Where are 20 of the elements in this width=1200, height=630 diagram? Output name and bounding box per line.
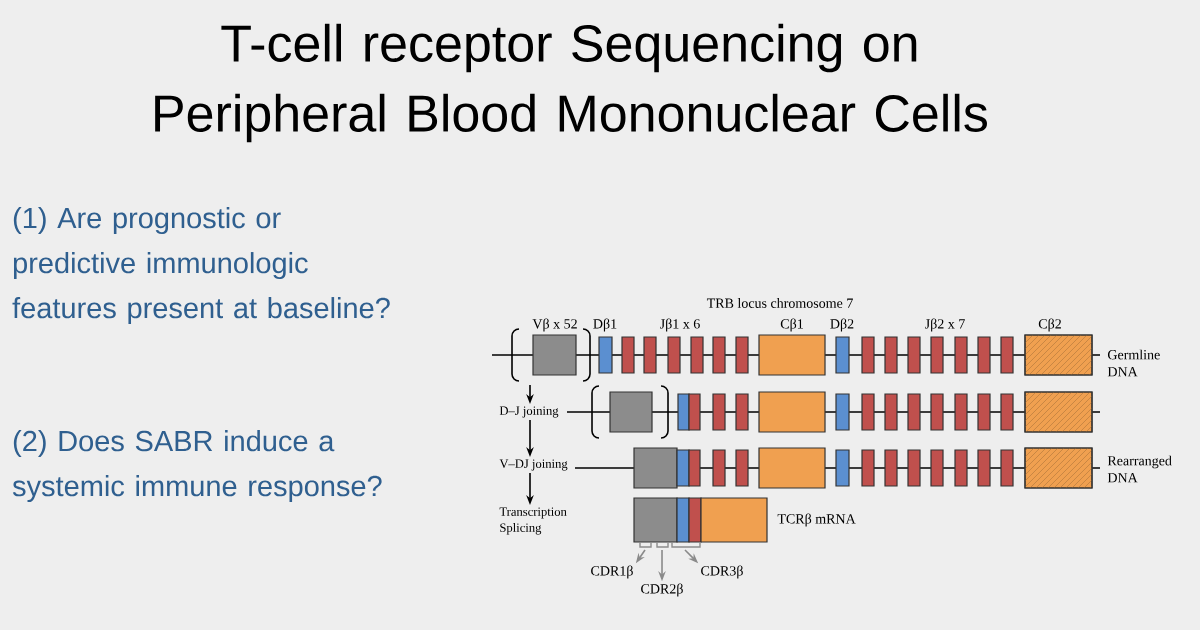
segment-label: Cβ1 bbox=[780, 318, 803, 332]
step-label: V–DJ joining bbox=[499, 459, 568, 471]
region-label: CDR3β bbox=[701, 565, 743, 579]
step-label: D–J joining bbox=[499, 406, 559, 418]
segment-label: Cβ2 bbox=[1038, 318, 1061, 332]
question-text: (2) Does SABR induce a systemic immune response? bbox=[12, 430, 382, 503]
row-label: Rearranged DNA bbox=[1107, 455, 1172, 483]
region-label: CDR1β bbox=[591, 565, 633, 579]
segment-label: Jβ2 x 7 bbox=[925, 318, 965, 332]
step-label: Transcription Splicing bbox=[499, 507, 567, 535]
segment-label: Jβ1 x 6 bbox=[660, 318, 700, 332]
segment-label: Dβ1 bbox=[593, 318, 617, 332]
segment-label: Vβ x 52 bbox=[532, 318, 577, 332]
row-label: Germline DNA bbox=[1107, 349, 1160, 377]
row-label: TCRβ mRNA bbox=[777, 513, 856, 527]
region-label: CDR2β bbox=[641, 583, 683, 597]
locus-label: TRB locus chromosome 7 bbox=[706, 298, 853, 308]
segment-label: Dβ2 bbox=[830, 318, 854, 332]
question-text: (1) Are prognostic or predictive immunologic features present at baseline? bbox=[12, 207, 390, 325]
title: T-cell receptor Sequencing on Peripheral Blood Mononuclear Cells bbox=[155, 23, 987, 143]
